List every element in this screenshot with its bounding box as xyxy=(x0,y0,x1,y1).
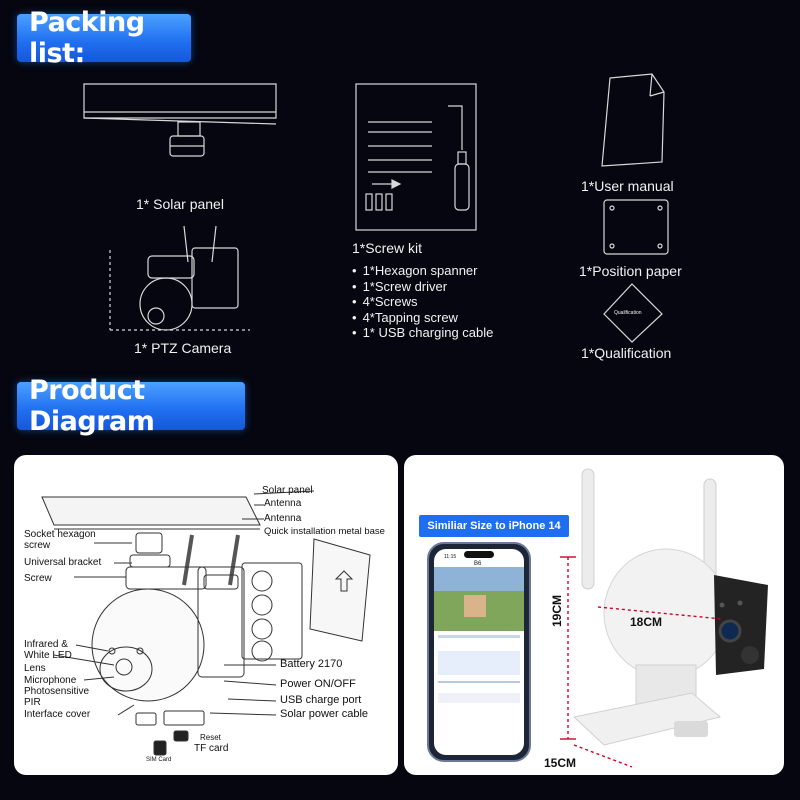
battery-callout: Battery 2170 xyxy=(280,658,343,670)
solar-panel-label: 1* Solar panel xyxy=(136,196,224,212)
power-switch-callout: Power ON/OFF xyxy=(280,678,356,690)
list-item: 1*Hexagon spanner xyxy=(352,263,493,279)
size-comparison-badge: Similiar Size to iPhone 14 xyxy=(419,515,569,537)
phone-app-title: B6 xyxy=(474,561,482,567)
screw-kit-list: 1*Hexagon spanner 1*Screw driver 4*Screw… xyxy=(352,263,494,341)
list-item: 1*Screw driver xyxy=(352,279,493,295)
photosensitive-callout: Photosensitive xyxy=(24,686,90,697)
product-diagram-banner: Product Diagram xyxy=(17,375,245,437)
ptz-camera-label: 1* PTZ Camera xyxy=(134,340,232,356)
screw-callout: Screw xyxy=(24,573,52,584)
qualification-label: 1*Qualification xyxy=(581,345,672,361)
infrared-led-callout: Infrared & White LED xyxy=(24,639,72,661)
microphone-callout: Microphone xyxy=(24,675,77,686)
antenna-callout-1: Antenna xyxy=(264,498,302,509)
lens-callout: Lens xyxy=(24,663,46,674)
reset-callout: Reset xyxy=(200,733,221,742)
list-item: 4*Tapping screw xyxy=(352,310,493,326)
product-diagram-panel: Solar panel Antenna Antenna Quick instal… xyxy=(14,455,398,775)
usb-port-callout: USB charge port xyxy=(280,694,362,706)
height-dimension: 19CM xyxy=(550,594,564,627)
packing-list-illustrations xyxy=(83,73,669,343)
socket-screw-callout: Socket hexagon screw xyxy=(24,529,96,551)
tf-card-callout: TF card xyxy=(194,743,229,754)
packing-list-title: Packing list: xyxy=(29,7,145,69)
antenna-callout-2: Antenna xyxy=(264,513,302,524)
list-item: 1* USB charging cable xyxy=(352,325,494,341)
product-diagram-title: Product Diagram xyxy=(29,375,155,437)
screw-kit-label: 1*Screw kit xyxy=(352,240,423,256)
qualification-illustration xyxy=(603,283,663,343)
pir-callout: PIR xyxy=(24,697,41,708)
packing-list-banner: Packing list: xyxy=(17,7,191,69)
position-paper-label: 1*Position paper xyxy=(579,263,682,279)
sim-card-callout: SIM Card xyxy=(146,757,172,763)
screw-kit-illustration xyxy=(355,83,477,231)
qualification-stamp-text: Qualification xyxy=(614,310,642,316)
user-manual-illustration xyxy=(601,73,665,167)
user-manual-label: 1*User manual xyxy=(581,178,674,194)
solar-panel-callout: Solar panel xyxy=(262,485,313,496)
size-comparison-illustration xyxy=(427,468,768,768)
size-comparison-panel: Similiar Size to iPhone 14 19CM 18CM 15C… xyxy=(404,455,784,775)
solar-cable-callout: Solar power cable xyxy=(280,708,369,720)
exploded-camera-diagram xyxy=(41,490,371,756)
width-dimension: 18CM xyxy=(630,615,663,629)
depth-dimension: 15CM xyxy=(544,756,577,770)
list-item: 4*Screws xyxy=(352,294,493,310)
ptz-camera-illustration xyxy=(109,225,250,331)
universal-bracket-callout: Universal bracket xyxy=(24,557,102,568)
quick-base-callout: Quick installation metal base xyxy=(264,526,385,537)
position-paper-illustration xyxy=(603,199,669,255)
phone-time: 11:15 xyxy=(444,554,457,560)
interface-cover-callout: Interface cover xyxy=(24,709,91,720)
solar-panel-illustration xyxy=(83,83,277,157)
